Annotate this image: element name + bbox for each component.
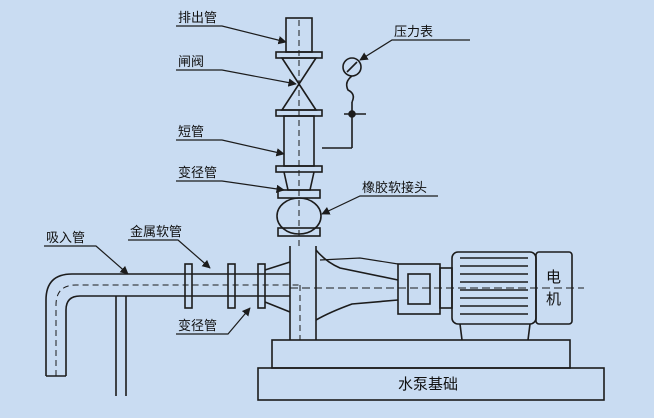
coupling-inner: [407, 273, 431, 305]
label-discharge-pipe: 排出管: [178, 11, 217, 26]
leader-short-pipe: [176, 139, 285, 157]
leader-reducer-bottom: [176, 307, 251, 335]
leader-reducer-top: [176, 180, 285, 194]
leader-gate-valve: [176, 69, 297, 87]
label-pump-foundation: 水泵基础: [398, 375, 458, 393]
suction-flange-1: [184, 263, 193, 309]
label-pressure-gauge: 压力表: [394, 25, 433, 40]
leader-pressure-gauge: [359, 39, 470, 61]
label-rubber-joint: 橡胶软接头: [362, 180, 427, 196]
leader-motor-label: [319, 257, 399, 265]
discharge-assembly: [275, 17, 323, 246]
suction-pipe: [45, 273, 300, 396]
leader-suction-pipe: [44, 245, 129, 275]
pump-coupling: [397, 263, 441, 315]
pump-base-plate: [271, 339, 571, 369]
label-short-pipe: 短管: [178, 125, 204, 140]
leader-metal-hose: [128, 239, 211, 269]
leader-rubber-joint: [321, 195, 438, 215]
suction-flange-3: [257, 263, 266, 309]
pump-volute: [289, 246, 399, 340]
label-suction-pipe: 吸入管: [46, 231, 85, 246]
label-metal-hose: 金属软管: [130, 224, 182, 240]
label-gate-valve: 闸阀: [178, 55, 204, 70]
label-reducer-top: 变径管: [178, 165, 217, 181]
label-reducer-bottom: 变径管: [178, 318, 217, 334]
suction-flange-2: [227, 263, 236, 309]
leader-discharge-pipe: [176, 25, 287, 45]
label-motor-1: 电: [546, 268, 561, 286]
suction-reducer: [264, 261, 291, 313]
label-motor-2: 机: [546, 290, 561, 308]
pressure-gauge: [322, 57, 366, 149]
